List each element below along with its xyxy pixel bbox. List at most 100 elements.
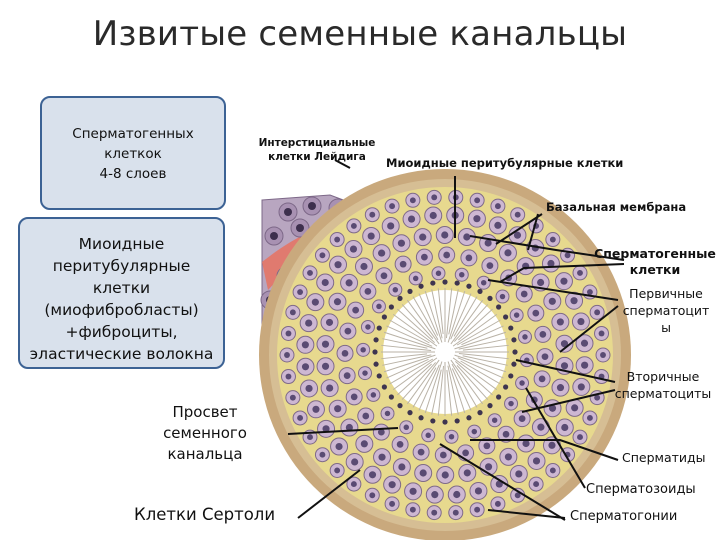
cell-nucleus bbox=[312, 405, 320, 413]
cell-nucleus bbox=[321, 278, 329, 287]
cell-nucleus bbox=[480, 279, 487, 286]
sperm-tail bbox=[447, 290, 466, 343]
spermatogonia-label: Сперматогонии bbox=[570, 509, 678, 524]
cell-nucleus bbox=[360, 440, 368, 448]
sperm-tail bbox=[451, 368, 472, 411]
sperm-tail bbox=[431, 289, 443, 339]
spermatid bbox=[442, 419, 448, 425]
cell-nucleus bbox=[305, 384, 313, 393]
cell-nucleus bbox=[541, 353, 549, 361]
label-line: Сперматогенные bbox=[594, 246, 716, 261]
cell-nucleus bbox=[417, 448, 425, 456]
spermatid bbox=[496, 304, 502, 310]
primary-spermatocytes-label: Первичные сперматоцит ы bbox=[618, 285, 714, 336]
sperm-tail bbox=[392, 357, 438, 391]
sperm-tail bbox=[389, 358, 434, 385]
cell-nucleus bbox=[560, 340, 569, 348]
cell-nucleus bbox=[399, 260, 407, 268]
spermatozoa-tails bbox=[381, 288, 509, 416]
cell-nucleus bbox=[463, 469, 471, 477]
cell-nucleus bbox=[435, 270, 442, 276]
cell-nucleus bbox=[325, 318, 334, 326]
cell-nucleus bbox=[556, 318, 564, 326]
cell-nucleus bbox=[397, 239, 405, 247]
cell-nucleus bbox=[345, 423, 353, 432]
spermatid bbox=[503, 384, 509, 390]
cell-nucleus bbox=[577, 317, 585, 326]
cell-nucleus bbox=[398, 463, 406, 471]
spermatid bbox=[373, 361, 379, 367]
cell-nucleus bbox=[403, 424, 410, 431]
cell-nucleus bbox=[594, 394, 601, 401]
sperm-tail bbox=[452, 313, 498, 347]
cell-nucleus bbox=[369, 492, 376, 499]
cell-nucleus bbox=[484, 239, 492, 247]
sperm-tail bbox=[383, 331, 436, 350]
cell-nucleus bbox=[364, 287, 372, 295]
cell-nucleus bbox=[465, 254, 473, 262]
cell-nucleus bbox=[352, 306, 360, 314]
cell-nucleus bbox=[594, 309, 601, 316]
cell-nucleus bbox=[368, 471, 377, 479]
myoid-peritubular-label: Миоидные перитубулярные клетки bbox=[386, 156, 624, 170]
spermatid bbox=[407, 288, 413, 294]
cell-nucleus bbox=[513, 231, 522, 239]
cell-nucleus bbox=[285, 330, 292, 337]
spermatid bbox=[430, 280, 436, 286]
cell-nucleus bbox=[365, 324, 371, 330]
spermatogenic-layers-box: Сперматогенных клеткок 4-8 слоев bbox=[40, 96, 226, 210]
cell-nucleus bbox=[362, 370, 368, 376]
cell-nucleus bbox=[474, 197, 481, 204]
cell-nucleus bbox=[380, 272, 388, 280]
spermatid bbox=[487, 295, 493, 301]
cell-nucleus bbox=[425, 432, 431, 438]
secondary-spermatocytes-label: Вторичные сперматоциты bbox=[608, 368, 718, 402]
tubule-lumen bbox=[383, 290, 507, 414]
cell-nucleus bbox=[362, 412, 370, 420]
cell-nucleus bbox=[483, 442, 491, 450]
spermatid bbox=[430, 418, 436, 424]
sperm-tail bbox=[458, 338, 508, 350]
cell-nucleus bbox=[473, 215, 481, 223]
cell-nucleus bbox=[452, 509, 459, 516]
sertoli-label: Клетки Сертоли bbox=[134, 505, 276, 524]
myoid-cells-box: Миоидные перитубулярные клетки (миофибро… bbox=[18, 217, 225, 369]
cell-nucleus bbox=[560, 277, 568, 285]
box-line: 4-8 слоев bbox=[99, 166, 167, 182]
lumen-label: Просвет семенного канальца bbox=[150, 402, 260, 465]
cell-nucleus bbox=[305, 319, 313, 327]
cell-nucleus bbox=[419, 469, 427, 477]
sperm-tail bbox=[453, 296, 478, 337]
spermatid bbox=[418, 283, 424, 289]
cell-nucleus bbox=[491, 417, 498, 423]
sperm-tail bbox=[412, 367, 437, 408]
cell-nucleus bbox=[598, 330, 605, 337]
spermatid bbox=[477, 288, 483, 294]
sperm-tail bbox=[401, 362, 437, 400]
cell-nucleus bbox=[556, 384, 565, 392]
cell-nucleus bbox=[350, 222, 357, 229]
box-line: Миоидные bbox=[78, 235, 165, 253]
cell-nucleus bbox=[311, 298, 319, 306]
cell-nucleus bbox=[471, 428, 478, 435]
cell-nucleus bbox=[384, 410, 391, 417]
cell-nucleus bbox=[561, 423, 569, 432]
cell-nucleus bbox=[419, 233, 427, 241]
sperm-tail bbox=[392, 313, 438, 347]
sperm-tail bbox=[406, 299, 440, 345]
cell-nucleus bbox=[514, 211, 521, 218]
sperm-tail bbox=[451, 363, 478, 408]
sperm-tail bbox=[386, 358, 429, 379]
sperm-tail bbox=[460, 360, 501, 385]
box-line: перитубулярные bbox=[52, 257, 191, 275]
slide-title: Извитые семенные канальцы bbox=[92, 14, 628, 54]
cell-nucleus bbox=[459, 272, 465, 278]
cell-nucleus bbox=[539, 331, 547, 338]
tubule bbox=[259, 169, 631, 540]
spermatid bbox=[503, 314, 509, 320]
label-line: Первичные bbox=[629, 286, 703, 301]
cell-nucleus bbox=[494, 500, 501, 507]
sperm-tail bbox=[424, 361, 443, 414]
label-line: сперматоциты bbox=[614, 386, 712, 401]
